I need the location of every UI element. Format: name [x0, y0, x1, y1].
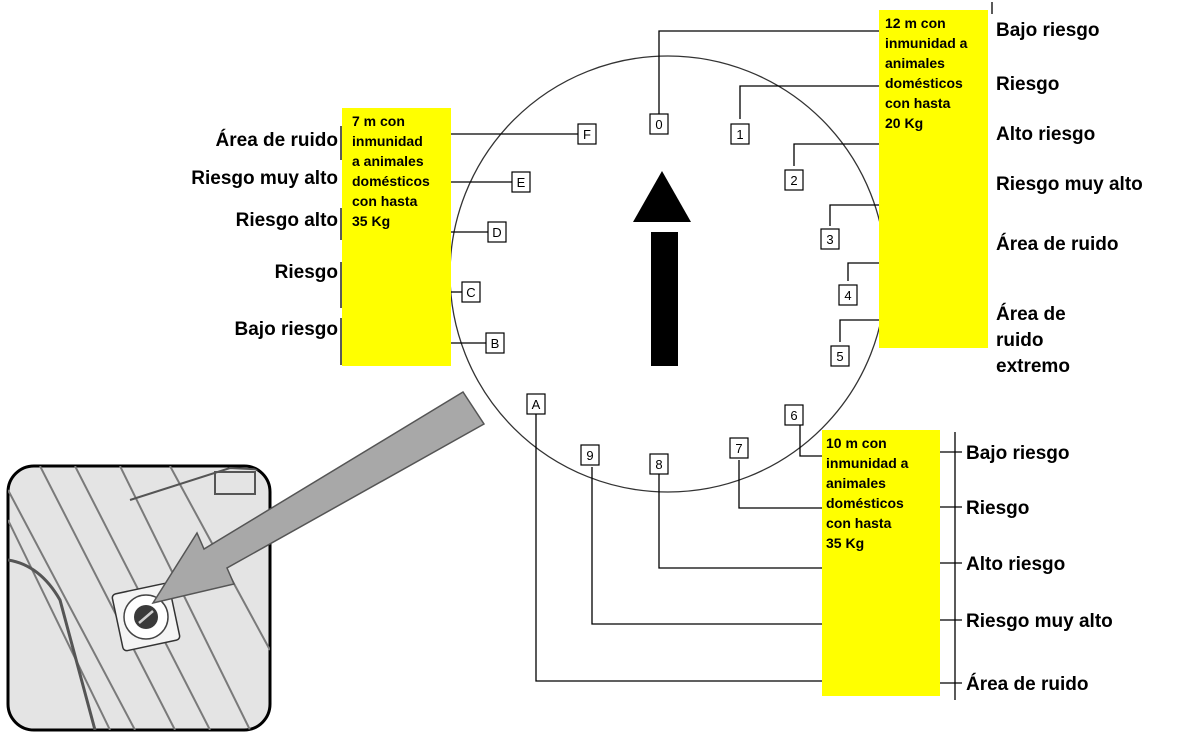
left-block-line-3: a animales: [352, 153, 424, 169]
top-right-label-1: Bajo riesgo: [996, 20, 1099, 41]
dial-position-f: F: [578, 124, 596, 144]
top-right-label-6b: ruido: [996, 330, 1044, 351]
dial-position-b: B: [486, 333, 504, 353]
dial-position-2: 2: [785, 170, 803, 190]
bottom-right-block-line-2: inmunidad a: [826, 455, 909, 471]
left-labels: Área de ruido Riesgo muy alto Riesgo alt…: [191, 129, 338, 340]
left-label-4: Riesgo: [275, 262, 338, 283]
bottom-right-block: 10 m con inmunidad a animales domésticos…: [822, 430, 940, 696]
top-right-block-line-2: inmunidad a: [885, 35, 968, 51]
dial-label-a: A: [532, 397, 541, 412]
bottom-right-label-5: Área de ruido: [966, 673, 1088, 695]
top-right-label-2: Riesgo: [996, 74, 1059, 95]
top-right-label-6c: extremo: [996, 356, 1070, 377]
dial-label-6: 6: [790, 408, 797, 423]
dial-position-c: C: [462, 282, 480, 302]
bottom-right-block-line-4: domésticos: [826, 495, 904, 511]
dial-position-d: D: [488, 222, 506, 242]
dial-label-5: 5: [836, 349, 843, 364]
bottom-right-labels: Bajo riesgo Riesgo Alto riesgo Riesgo mu…: [966, 443, 1113, 695]
left-label-1: Área de ruido: [216, 129, 338, 151]
dial-position-1: 1: [731, 124, 749, 144]
bottom-right-label-2: Riesgo: [966, 498, 1029, 519]
left-label-3: Riesgo alto: [236, 210, 338, 231]
bottom-right-label-3: Alto riesgo: [966, 554, 1065, 575]
dial-label-3: 3: [826, 232, 833, 247]
top-right-label-5: Área de ruido: [996, 233, 1118, 255]
dial-label-4: 4: [844, 288, 851, 303]
dial-label-1: 1: [736, 127, 743, 142]
dial-position-8: 8: [650, 454, 668, 474]
dial-label-b: B: [491, 336, 500, 351]
dial-position-3: 3: [821, 229, 839, 249]
left-block-line-1: 7 m con: [352, 113, 405, 129]
dial-position-0: 0: [650, 114, 668, 134]
top-right-label-4: Riesgo muy alto: [996, 174, 1143, 195]
dial-label-9: 9: [586, 448, 593, 463]
bottom-right-label-4: Riesgo muy alto: [966, 611, 1113, 632]
left-label-2: Riesgo muy alto: [191, 168, 338, 189]
dial-position-6: 6: [785, 405, 803, 425]
dial-label-7: 7: [735, 441, 742, 456]
top-right-label-3: Alto riesgo: [996, 124, 1095, 145]
dial-position-9: 9: [581, 445, 599, 465]
dial-position-4: 4: [839, 285, 857, 305]
dial-label-0: 0: [655, 117, 662, 132]
left-block-line-5: con hasta: [352, 193, 418, 209]
left-block-line-2: inmunidad: [352, 133, 423, 149]
top-right-block-line-4: domésticos: [885, 75, 963, 91]
switch-photo-inset: [8, 466, 270, 730]
dial-label-8: 8: [655, 457, 662, 472]
top-right-block: 12 m con inmunidad a animales domésticos…: [879, 10, 988, 348]
dial-label-e: E: [517, 175, 526, 190]
top-right-labels: Bajo riesgo Riesgo Alto riesgo Riesgo mu…: [996, 20, 1143, 377]
top-right-label-6a: Área de: [996, 303, 1066, 325]
left-block-line-4: domésticos: [352, 173, 430, 189]
dial-label-d: D: [492, 225, 501, 240]
dial-position-e: E: [512, 172, 530, 192]
bottom-right-block-line-3: animales: [826, 475, 886, 491]
dial-label-f: F: [583, 127, 591, 142]
left-block: 7 m con inmunidad a animales domésticos …: [342, 108, 451, 366]
top-right-block-line-6: 20 Kg: [885, 115, 923, 131]
bottom-right-block-line-5: con hasta: [826, 515, 892, 531]
left-block-line-6: 35 Kg: [352, 213, 390, 229]
dial-position-a: A: [527, 394, 545, 414]
bottom-right-block-line-6: 35 Kg: [826, 535, 864, 551]
top-right-block-line-5: con hasta: [885, 95, 951, 111]
top-right-block-line-1: 12 m con: [885, 15, 946, 31]
dial-label-2: 2: [790, 173, 797, 188]
dial-label-c: C: [466, 285, 475, 300]
top-right-block-line-3: animales: [885, 55, 945, 71]
left-label-5: Bajo riesgo: [235, 319, 338, 340]
bottom-right-block-line-1: 10 m con: [826, 435, 887, 451]
dial-position-7: 7: [730, 438, 748, 458]
dial-position-5: 5: [831, 346, 849, 366]
bottom-right-label-1: Bajo riesgo: [966, 443, 1069, 464]
